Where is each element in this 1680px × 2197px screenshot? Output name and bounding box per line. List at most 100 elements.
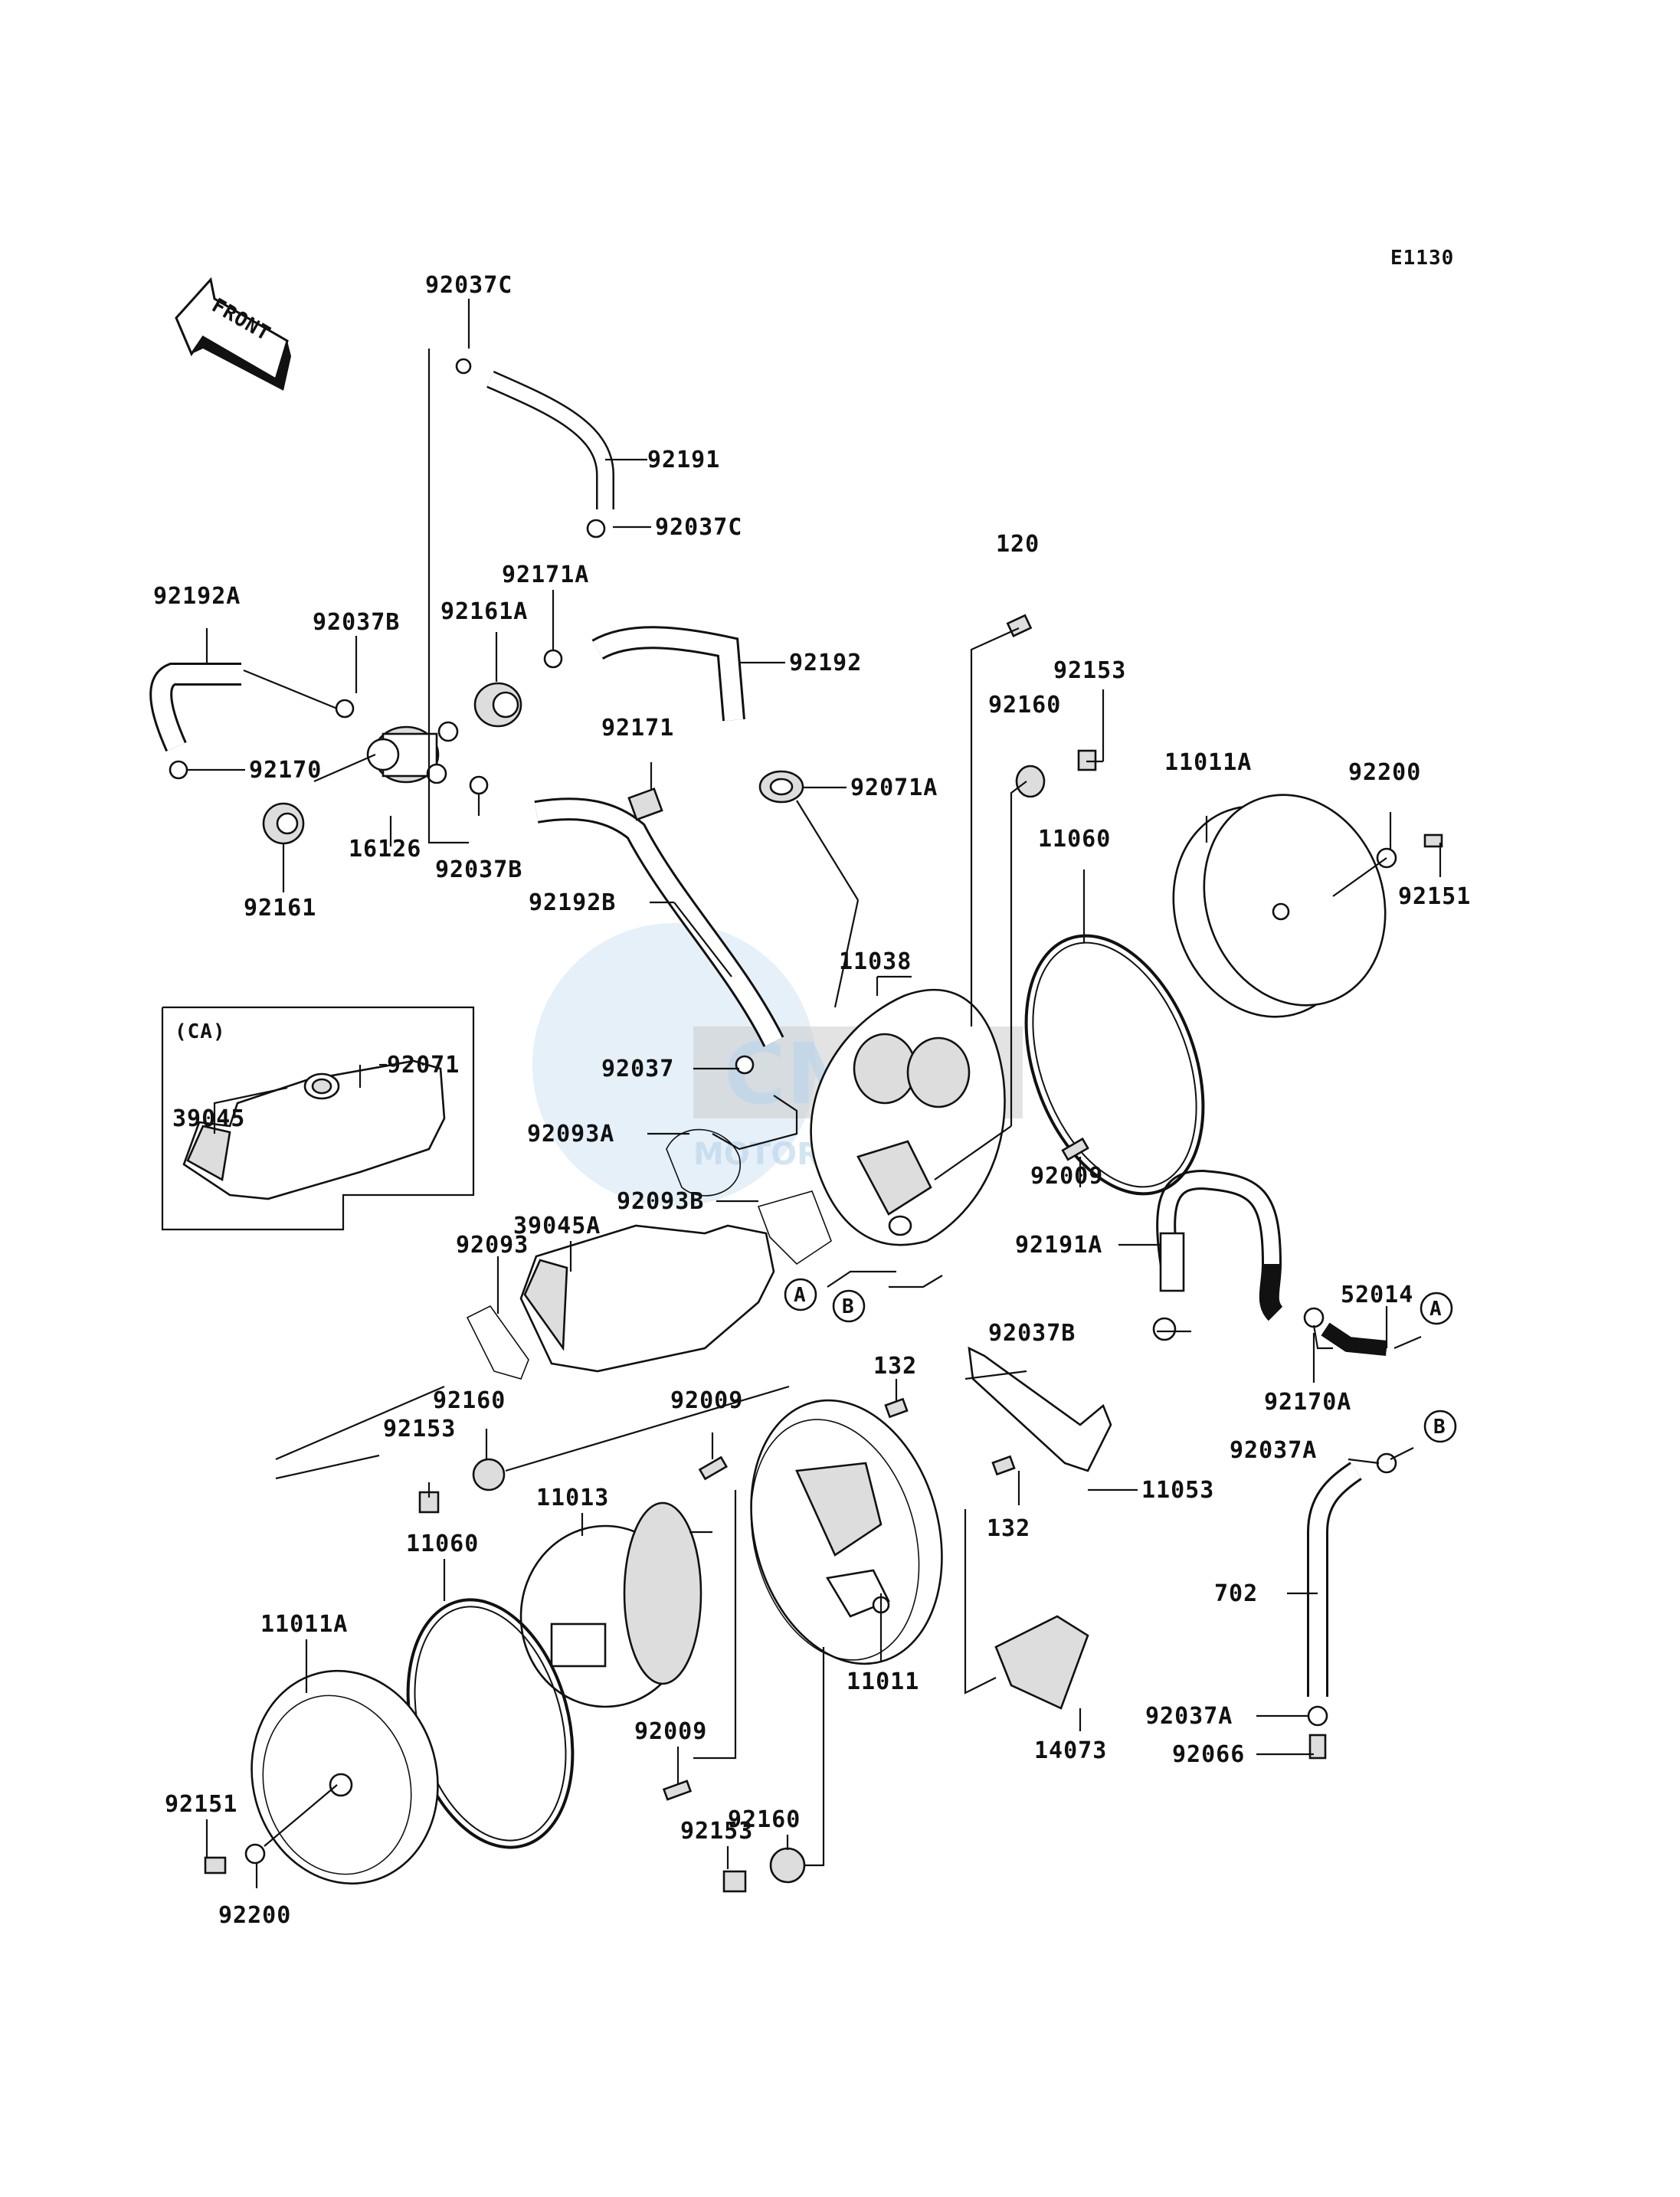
callout-92200-top: 92200 [1348, 759, 1421, 786]
callout-92191: 92191 [647, 447, 720, 473]
housing-11038 [810, 988, 1006, 1246]
callout-labels: 92037C 92191 92037C 92192A 92037B 92171A… [153, 272, 1470, 1929]
reed-valve-14073 [994, 1615, 1089, 1710]
hose-92192b [534, 797, 784, 1047]
spacer-92160-bot [769, 1847, 806, 1884]
marker-b-mid: B [832, 1289, 866, 1323]
front-arrow-icon: FRONT [175, 277, 291, 391]
callout-92192b: 92192B [529, 889, 616, 916]
callout-92171a: 92171A [502, 562, 589, 588]
callout-120: 120 [996, 531, 1040, 558]
callout-39045: 39045 [172, 1105, 245, 1132]
spacer-92160-top [1015, 765, 1046, 798]
svg-text:A: A [1429, 1298, 1443, 1321]
callout-92153-mid: 92153 [383, 1416, 456, 1442]
gasket-92093 [466, 1305, 529, 1380]
backplate-11011 [750, 1399, 943, 1665]
callout-92009-right: 92009 [1030, 1163, 1103, 1190]
callout-92093a: 92093A [527, 1121, 614, 1148]
callout-52014: 52014 [1341, 1282, 1413, 1308]
filter-11013 [519, 1501, 702, 1708]
callout-92153-top: 92153 [1053, 657, 1126, 684]
callout-92192a: 92192A [153, 583, 241, 610]
callout-92037b-b: 92037B [435, 856, 522, 883]
callout-11038: 11038 [839, 948, 912, 975]
callout-92160-bot: 92160 [728, 1806, 801, 1833]
svg-text:A: A [794, 1284, 807, 1307]
bolt-92009-bot [662, 1780, 693, 1801]
callout-92037a-top: 92037A [1230, 1437, 1317, 1464]
elbow-52014 [1321, 1322, 1387, 1356]
callout-92037b-a: 92037B [313, 609, 400, 636]
callout-92037a-bot: 92037A [1145, 1703, 1233, 1730]
callout-702: 702 [1214, 1580, 1258, 1607]
callout-11011: 11011 [847, 1668, 919, 1695]
bolt-92009-mid [698, 1455, 728, 1481]
grommet-92071a [758, 770, 804, 804]
seal-11060-top [1024, 934, 1205, 1196]
bolt-132-bot [991, 1455, 1016, 1476]
callout-11011a-bot: 11011A [260, 1611, 348, 1638]
inset-label: (CA) [175, 1020, 226, 1043]
bracket-11053 [968, 1346, 1112, 1472]
svg-text:B: B [842, 1295, 855, 1318]
callout-14073: 14073 [1034, 1737, 1107, 1764]
hose-92192a [149, 663, 241, 752]
callout-92037c-top: 92037C [425, 272, 513, 299]
inset-ca-box: (CA) [161, 1006, 475, 1231]
bolt-92151-top [1423, 833, 1443, 848]
callout-92161: 92161 [244, 895, 316, 922]
callout-92200-bot: 92200 [218, 1902, 291, 1929]
callout-11060-top: 11060 [1038, 826, 1111, 853]
callout-11053: 11053 [1141, 1477, 1214, 1504]
cover-11011a-top [1172, 794, 1387, 1018]
svg-text:B: B [1433, 1416, 1446, 1439]
cover-11011a-bot [251, 1669, 439, 1885]
callout-92171: 92171 [601, 715, 674, 742]
callout-92170: 92170 [249, 757, 322, 784]
bolt-120 [1006, 614, 1033, 637]
callout-92161a: 92161A [440, 598, 528, 625]
hose-92192 [591, 626, 745, 722]
callout-92037: 92037 [601, 1056, 674, 1082]
hose-92191 [486, 371, 614, 509]
canister-39045a [519, 1224, 775, 1373]
callout-92009-mid: 92009 [670, 1387, 743, 1414]
marker-a-right: A [1420, 1292, 1453, 1325]
callout-92071a: 92071A [850, 774, 938, 801]
spacer-92160-mid [472, 1458, 506, 1491]
callout-92160-top: 92160 [988, 692, 1061, 719]
callout-92191a: 92191A [1015, 1232, 1102, 1259]
washer-92200-bot [244, 1843, 266, 1865]
bolt-92151-bot [204, 1856, 227, 1874]
callout-92009-bot: 92009 [634, 1718, 707, 1745]
cap-92161a [473, 682, 522, 728]
callout-16126: 16126 [349, 836, 421, 863]
leader-lines [188, 299, 1442, 1888]
callout-92037b-c: 92037B [988, 1320, 1076, 1347]
bolt-92153-bot [722, 1870, 747, 1893]
callout-132-bot: 132 [987, 1515, 1030, 1542]
callout-92093: 92093 [456, 1232, 529, 1259]
diagram-code: E1130 [1390, 247, 1454, 270]
gasket-92093a [666, 1128, 741, 1197]
clamps [169, 358, 1397, 1727]
valve-92171 [627, 787, 663, 821]
bolt-132-top [884, 1397, 909, 1419]
callout-92192: 92192 [789, 650, 862, 676]
marker-b-right: B [1423, 1410, 1457, 1443]
hose-92191a [1156, 1169, 1284, 1321]
marker-a-mid: A [784, 1278, 817, 1311]
bolt-92009-right [1061, 1137, 1089, 1161]
callout-92093b: 92093B [617, 1188, 704, 1215]
callout-92037c-mid: 92037C [655, 514, 742, 541]
callout-11060-bot: 11060 [406, 1531, 479, 1557]
callout-92151-bot: 92151 [165, 1791, 237, 1818]
callout-92071: 92071 [387, 1052, 460, 1079]
callout-11011a-top: 11011A [1164, 749, 1252, 776]
cap-92161 [262, 802, 305, 845]
callout-92160-mid: 92160 [433, 1387, 506, 1414]
gasket-92093b [757, 1190, 832, 1265]
